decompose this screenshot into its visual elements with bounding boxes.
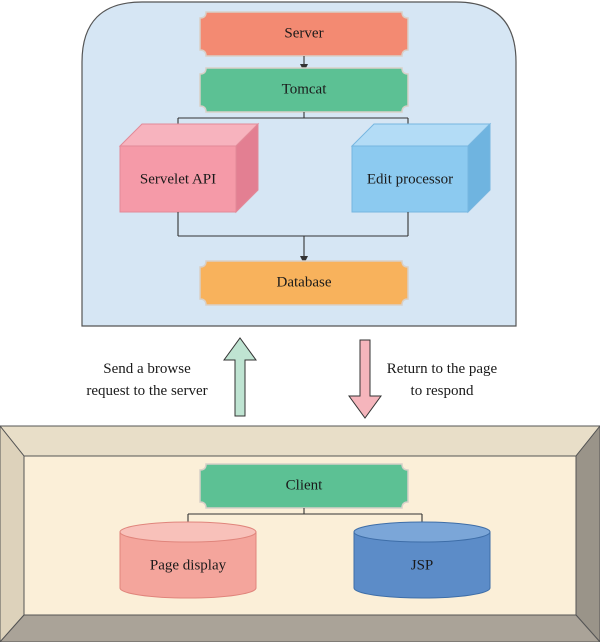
jsp-node: JSP bbox=[353, 521, 491, 599]
jsp-label: JSP bbox=[411, 557, 434, 573]
client-frame bbox=[0, 425, 600, 642]
send-request-arrow bbox=[223, 337, 257, 417]
edit-processor-label: Edit processor bbox=[367, 171, 453, 187]
send-request-line1: Send a browse bbox=[103, 361, 191, 377]
return-page-arrow bbox=[348, 339, 382, 419]
send-request-line2: request to the server bbox=[86, 383, 208, 399]
page-display-label: Page display bbox=[150, 557, 227, 573]
database-node: Database bbox=[199, 260, 409, 306]
return-page-line2: to respond bbox=[410, 383, 474, 399]
client-label: Client bbox=[286, 477, 323, 493]
return-page-line1: Return to the page bbox=[386, 361, 498, 377]
send-request-label: Send a browse request to the server bbox=[72, 358, 222, 402]
return-page-label: Return to the page to respond bbox=[372, 358, 512, 402]
edit-processor-node: Edit processor bbox=[350, 122, 492, 214]
server-label: Server bbox=[284, 25, 323, 41]
servelet-api-node: Servelet API bbox=[118, 122, 260, 214]
database-label: Database bbox=[277, 274, 332, 290]
tomcat-label: Tomcat bbox=[282, 81, 328, 97]
page-display-node: Page display bbox=[119, 521, 257, 599]
servelet-api-label: Servelet API bbox=[140, 171, 216, 187]
server-node: Server bbox=[199, 11, 409, 57]
database-merge-connectors bbox=[177, 212, 409, 264]
client-node: Client bbox=[199, 463, 409, 509]
tomcat-node: Tomcat bbox=[199, 67, 409, 113]
